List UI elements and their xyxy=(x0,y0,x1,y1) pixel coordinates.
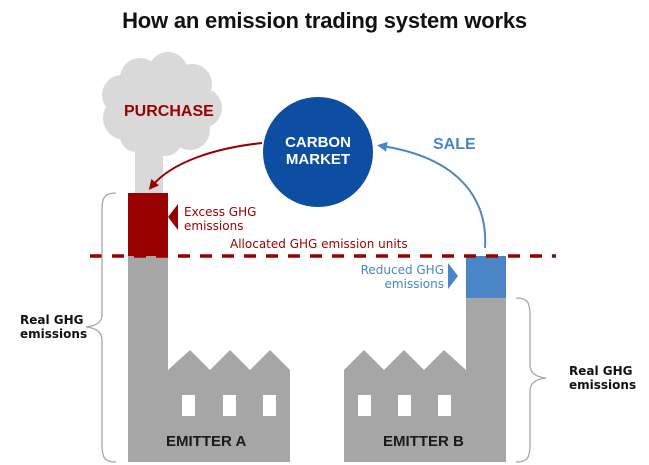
carbon-market-line2: MARKET xyxy=(285,151,351,168)
purchase-label: PURCHASE xyxy=(124,103,214,120)
real-label-a-line1: Real GHG xyxy=(20,313,84,327)
excess-label-line2: emissions xyxy=(184,219,244,233)
emitter-b-label: EMITTER B xyxy=(383,433,464,450)
excess-emissions-label: Excess GHG emissions xyxy=(184,205,256,233)
real-emissions-label-a: Real GHG emissions xyxy=(20,313,87,341)
reduced-pointer-icon xyxy=(448,263,458,289)
factory-a-window xyxy=(182,395,195,416)
factory-b-window xyxy=(398,395,411,416)
carbon-market-circle xyxy=(263,97,373,207)
factory-a-window xyxy=(223,395,236,416)
real-label-a-line2: emissions xyxy=(20,327,88,341)
sale-arrow xyxy=(377,141,487,249)
carbon-market-line1: CARBON xyxy=(285,134,351,151)
reduced-label-line2: emissions xyxy=(384,277,444,291)
real-label-b-line2: emissions xyxy=(569,378,637,392)
factory-b-window xyxy=(438,395,451,416)
excess-label-line1: Excess GHG xyxy=(184,205,257,219)
real-emissions-label-b: Real GHG emissions xyxy=(569,364,636,392)
real-emissions-brace-b xyxy=(515,297,547,463)
allocated-units-label: Allocated GHG emission units xyxy=(230,237,408,251)
factory-b-body xyxy=(344,298,506,462)
carbon-market-label: CARBON MARKET xyxy=(263,134,373,168)
factory-b-window xyxy=(358,395,371,416)
excess-emissions-block xyxy=(128,193,168,256)
factory-a-icon xyxy=(128,193,290,462)
reduced-label-line1: Reduced GHG xyxy=(360,263,444,277)
emitter-a-label: EMITTER A xyxy=(166,433,247,450)
sale-label: SALE xyxy=(433,136,476,153)
reduced-emissions-block xyxy=(466,256,506,298)
factory-b-icon xyxy=(344,256,506,462)
factory-a-window xyxy=(263,395,276,416)
real-emissions-brace-a xyxy=(85,192,117,463)
real-label-b-line1: Real GHG xyxy=(569,364,633,378)
factory-a-body xyxy=(128,256,290,462)
reduced-emissions-label: Reduced GHG emissions xyxy=(340,263,444,291)
excess-pointer-icon xyxy=(168,204,178,230)
diagram-title: How an emission trading system works xyxy=(122,8,527,33)
smoke-cloud-icon xyxy=(102,52,222,195)
purchase-arrow xyxy=(148,142,263,190)
